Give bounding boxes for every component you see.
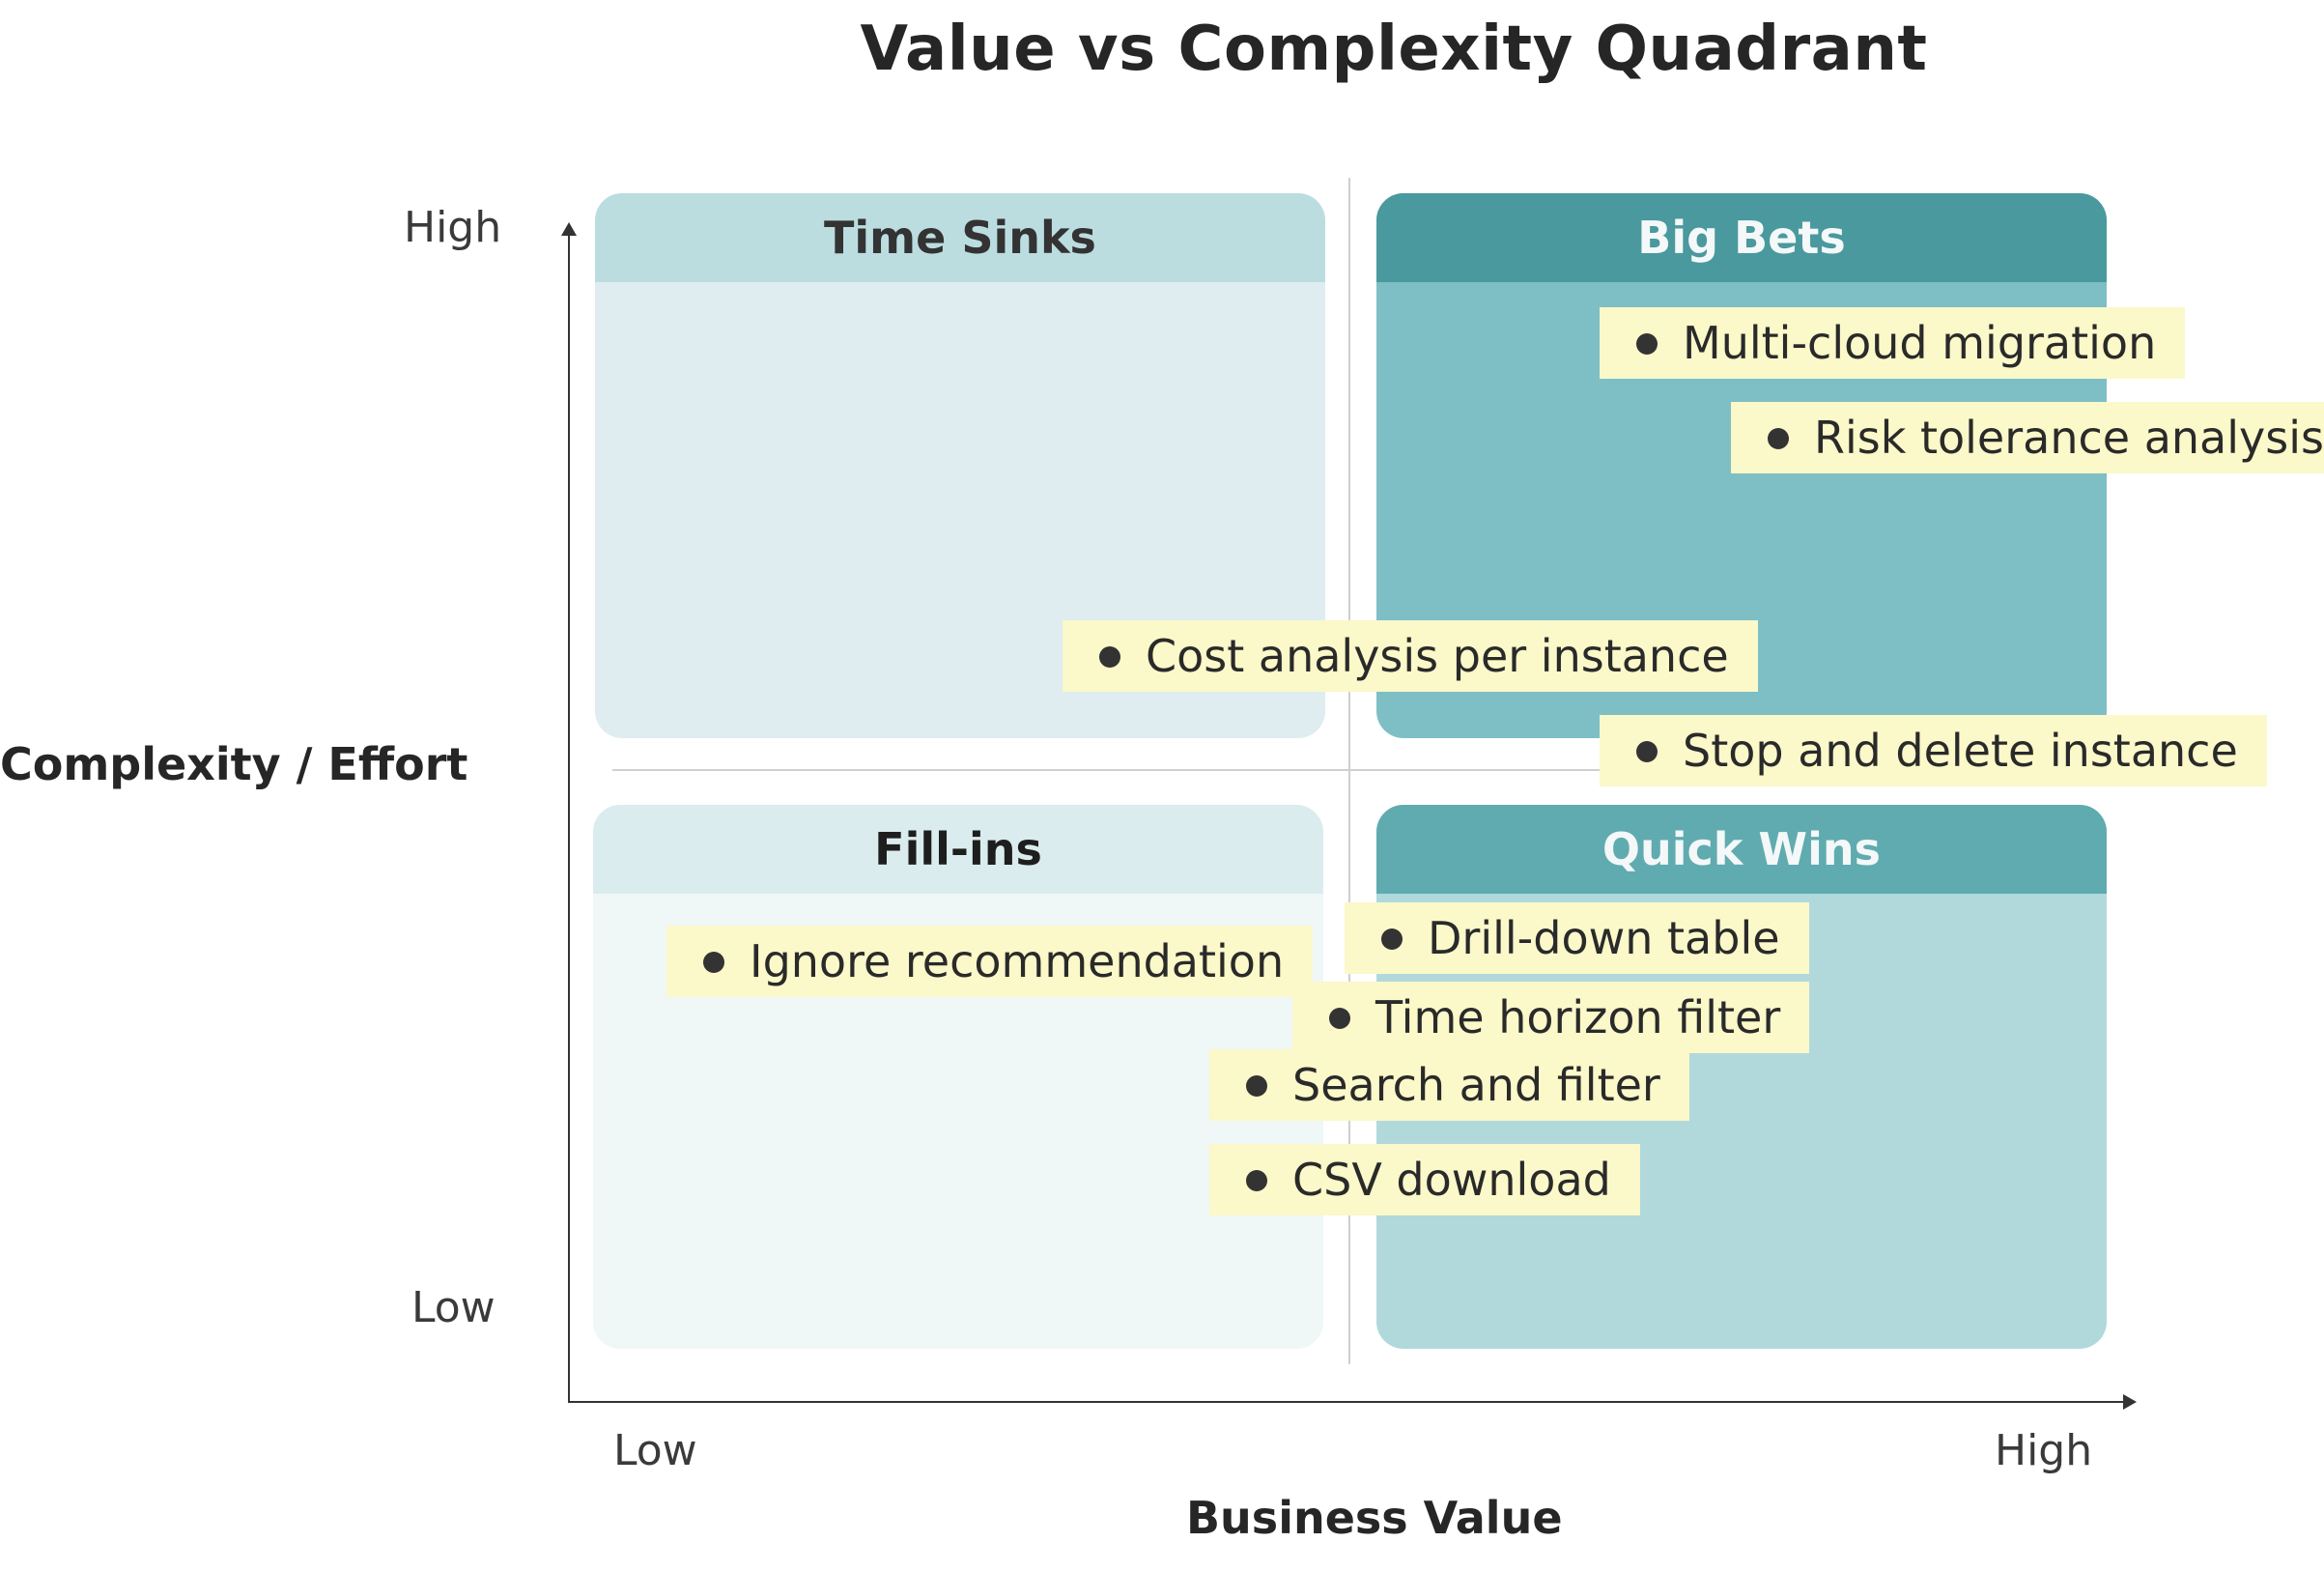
item-label: Stop and delete instance (1683, 725, 2238, 777)
item-label: Drill-down table (1428, 912, 1780, 964)
y-axis-high-label: High (404, 203, 502, 252)
x-axis-title: Business Value (1186, 1492, 1563, 1544)
bullet-icon (1381, 928, 1403, 950)
chart-title: Value vs Complexity Quadrant (860, 14, 1928, 85)
item-note: Time horizon filter (1292, 982, 1810, 1053)
item-note: Ignore recommendation (666, 926, 1314, 997)
quadrant-big-bets-label: Big Bets (1376, 193, 2107, 282)
item-label: Ignore recommendation (750, 935, 1285, 987)
quadrant-quick-wins-label: Quick Wins (1376, 805, 2107, 894)
item-label: CSV download (1292, 1154, 1611, 1206)
item-label: Cost analysis per instance (1146, 630, 1729, 682)
y-axis-low-label: Low (411, 1283, 496, 1332)
x-axis-line (568, 1401, 2129, 1403)
bullet-icon (1768, 427, 1789, 449)
item-label: Risk tolerance analysis (1814, 412, 2324, 464)
bullet-icon (1636, 740, 1658, 762)
item-note: Risk tolerance analysis (1731, 402, 2324, 473)
item-note: Search and filter (1209, 1049, 1689, 1121)
x-axis-high-label: High (1995, 1426, 2093, 1475)
y-axis-title: Complexity / Effort (0, 738, 468, 790)
bullet-icon (1246, 1074, 1267, 1097)
x-axis-low-label: Low (613, 1426, 697, 1475)
item-label: Search and filter (1292, 1059, 1660, 1111)
x-axis-arrow-icon (2123, 1394, 2137, 1410)
bullet-icon (1636, 332, 1658, 355)
quadrant-fill-ins: Fill-ins (593, 805, 1323, 1349)
vertical-divider (1348, 178, 1350, 1364)
bullet-icon (1246, 1169, 1267, 1191)
item-label: Multi-cloud migration (1683, 317, 2157, 369)
item-note: Multi-cloud migration (1600, 307, 2186, 379)
quadrant-time-sinks: Time Sinks (595, 193, 1325, 738)
item-note: Cost analysis per instance (1063, 620, 1758, 692)
bullet-icon (1099, 645, 1120, 668)
horizontal-divider (612, 769, 2106, 771)
quadrant-fill-ins-label: Fill-ins (593, 805, 1323, 894)
quadrant-time-sinks-label: Time Sinks (595, 193, 1325, 282)
item-label: Time horizon filter (1375, 991, 1781, 1043)
y-axis-line (568, 224, 570, 1403)
bullet-icon (703, 951, 724, 973)
item-note: Stop and delete instance (1600, 715, 2267, 786)
item-note: CSV download (1209, 1144, 1640, 1215)
item-note: Drill-down table (1345, 902, 1809, 974)
y-axis-arrow-icon (561, 222, 577, 236)
bullet-icon (1329, 1007, 1350, 1029)
